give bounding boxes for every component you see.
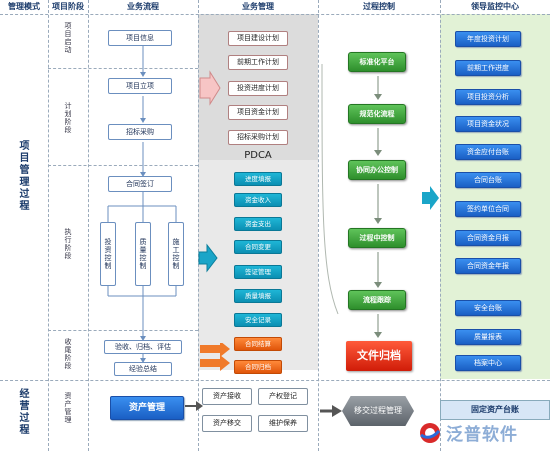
col-divider (198, 0, 199, 451)
leader-item[interactable]: 前期工作进度 (455, 60, 521, 76)
col-divider (440, 0, 441, 451)
exec-item[interactable]: 合同变更 (234, 240, 282, 254)
process-step[interactable]: 规范化流程 (348, 104, 406, 124)
col-divider (88, 0, 89, 451)
header-business-mgmt: 业务管理 (242, 2, 274, 11)
row-divider (48, 68, 198, 69)
watermark-logo: 泛普软件 (418, 418, 548, 448)
leader-item[interactable]: 项目资金状况 (455, 116, 521, 132)
row-divider (48, 165, 198, 166)
header-mode: 管理模式 (8, 2, 40, 11)
stage-asset: 资产管理 (64, 392, 72, 424)
header-stage: 项目阶段 (52, 2, 84, 11)
exec-item[interactable]: 安全记录 (234, 313, 282, 327)
plan-item[interactable]: 项目建设计划 (228, 31, 288, 46)
stage-plan: 计划阶段 (64, 102, 72, 134)
row-divider-asset (0, 380, 550, 381)
leader-item[interactable]: 安全台账 (455, 300, 521, 316)
col-divider (48, 0, 49, 451)
exec-item[interactable]: 资金支出 (234, 217, 282, 231)
exec-item[interactable]: 资金收入 (234, 193, 282, 207)
leader-item[interactable]: 项目投资分析 (455, 89, 521, 105)
asset-item[interactable]: 资产移交 (202, 415, 252, 432)
close-item[interactable]: 合同归档 (234, 360, 282, 374)
process-step[interactable]: 协同办公控制 (348, 160, 406, 180)
quality-ctrl-box[interactable]: 质量控制 (135, 222, 151, 286)
exec-item[interactable]: 签证管理 (234, 265, 282, 279)
asset-item[interactable]: 产权登记 (258, 388, 308, 405)
project-setup-box[interactable]: 项目立项 (108, 78, 172, 94)
logo-icon (420, 423, 441, 443)
mode-operation: 经营过程 (17, 388, 28, 436)
flow-connectors (107, 46, 177, 363)
leader-item[interactable]: 资金应付台账 (455, 144, 521, 160)
leader-item[interactable]: 合同资金年报 (455, 258, 521, 274)
transfer-arrow (320, 405, 342, 417)
plan-arrow (199, 70, 221, 106)
process-connectors (321, 63, 439, 338)
mode-project: 项目管理过程 (17, 140, 28, 212)
stage-exec: 执行阶段 (64, 228, 72, 260)
leader-item[interactable]: 档案中心 (455, 355, 521, 371)
exec-item[interactable]: 质量填报 (234, 289, 282, 303)
build-ctrl-box[interactable]: 施工控制 (168, 222, 184, 286)
exec-item[interactable]: 进度填报 (234, 172, 282, 186)
invest-ctrl-box[interactable]: 投资控制 (100, 222, 116, 286)
leader-item[interactable]: 合同台账 (455, 172, 521, 188)
project-info-box[interactable]: 项目信息 (108, 30, 172, 46)
pdca-label: PDCA (244, 150, 272, 161)
close-item[interactable]: 合同结算 (234, 337, 282, 351)
stage-start: 项目启动 (64, 22, 72, 54)
header-business-flow: 业务流程 (127, 2, 159, 11)
col-divider (318, 0, 319, 451)
plan-item[interactable]: 投资进度计划 (228, 81, 288, 96)
summary-box[interactable]: 经验总结 (114, 362, 172, 376)
header-process-control: 过程控制 (363, 2, 395, 11)
archive-box[interactable]: 文件归档 (346, 341, 412, 371)
plan-item[interactable]: 项目资金计划 (228, 105, 288, 120)
asset-overview-box[interactable]: 固定资产台账 (440, 400, 550, 420)
tender-box[interactable]: 招标采购 (108, 124, 172, 140)
asset-mgmt-box[interactable]: 资产管理 (110, 396, 184, 420)
transfer-box[interactable]: 移交过程管理 (342, 396, 414, 426)
acceptance-box[interactable]: 验收、归档、评估 (104, 340, 182, 354)
leader-item[interactable]: 签约单位合同 (455, 201, 521, 217)
header-leader-center: 领导监控中心 (471, 2, 519, 11)
leader-item[interactable]: 质量报表 (455, 329, 521, 345)
process-step[interactable]: 流程跟踪 (348, 290, 406, 310)
asset-item[interactable]: 资产接收 (202, 388, 252, 405)
process-step[interactable]: 标准化平台 (348, 52, 406, 72)
exec-arrow (198, 243, 218, 273)
asset-item[interactable]: 维护保养 (258, 415, 308, 432)
stage-close: 收尾阶段 (64, 338, 72, 370)
plan-item[interactable]: 前期工作计划 (228, 55, 288, 70)
watermark-text: 泛普软件 (446, 425, 518, 445)
plan-item[interactable]: 招标采购计划 (228, 130, 288, 145)
leader-item[interactable]: 年度投资计划 (455, 31, 521, 47)
close-arrows (200, 343, 230, 371)
process-step[interactable]: 过程中控制 (348, 228, 406, 248)
header-divider (0, 14, 550, 15)
leader-item[interactable]: 合同资金月报 (455, 230, 521, 246)
contract-sign-box[interactable]: 合同签订 (108, 176, 172, 192)
asset-arrow (185, 401, 203, 411)
row-divider (48, 330, 198, 331)
